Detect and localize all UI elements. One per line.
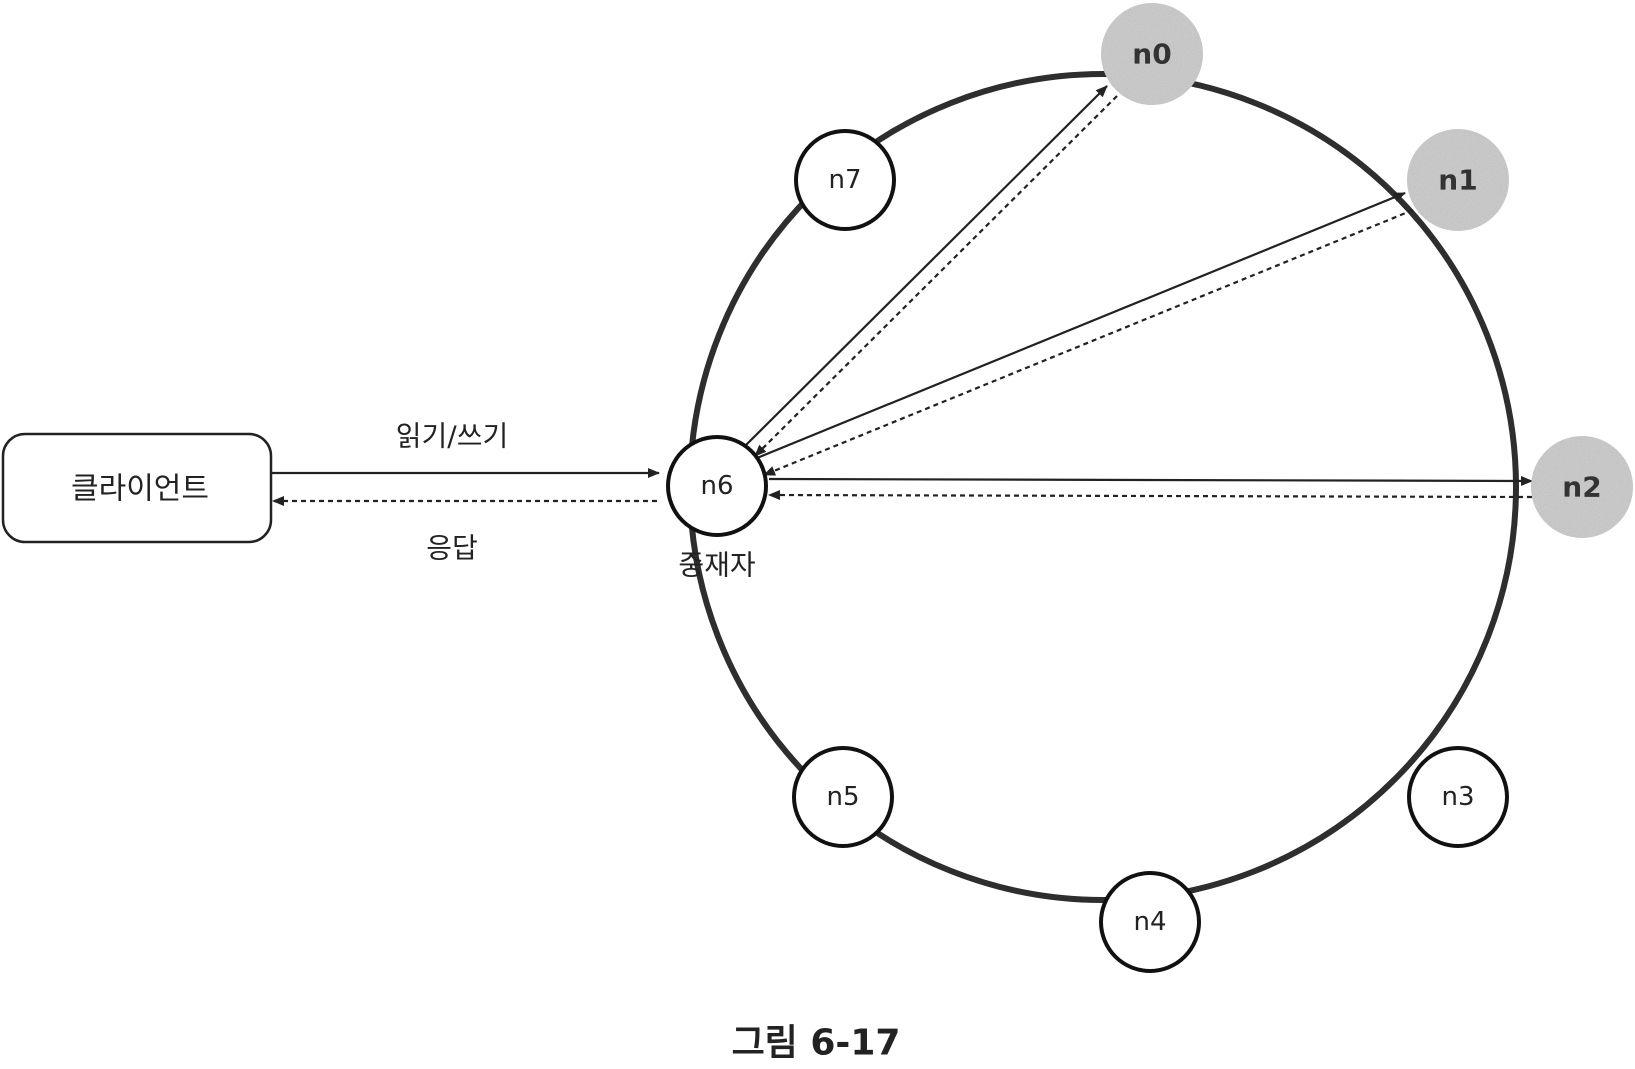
node-n0-circle [1101,3,1203,105]
node-n2-circle [1531,436,1633,538]
ack-arrow-n1 [763,208,1414,477]
node-n0: n0 [1101,3,1203,105]
client-label: 클라이언트 [71,472,209,507]
node-n4-label: n4 [1133,907,1166,937]
node-n4-circle [1099,871,1201,973]
node-n6-label: n6 [700,471,733,501]
node-n6: n6 중재자 [666,435,768,582]
node-n0-label: n0 [1132,38,1171,71]
ack-arrow-n0 [754,95,1118,457]
response-label: 응답 [426,532,478,565]
node-n2: n2 [1531,436,1633,538]
client-box [1,432,273,544]
node-n7: n7 [794,129,896,231]
coordinator-label: 중재자 [678,549,755,582]
node-n1-label: n1 [1438,164,1477,197]
node-n4: n4 [1099,871,1201,973]
node-n3: n3 [1407,746,1509,848]
node-n3-circle [1407,746,1509,848]
figure-caption: 그림 6-17 [732,1023,901,1064]
node-n1: n1 [1407,129,1509,231]
write-arrow-n2 [768,475,1533,486]
node-n7-label: n7 [828,165,861,195]
node-n1-circle [1407,129,1509,231]
ack-arrow-n2 [768,490,1533,501]
write-arrow-n1 [756,191,1406,460]
node-n2-label: n2 [1562,471,1601,504]
client-node: 클라이언트 [1,432,273,544]
node-n5-circle [792,746,894,848]
node-n3-label: n3 [1441,782,1474,812]
node-n5-label: n5 [826,782,859,812]
node-n7-circle [794,129,896,231]
request-label: 읽기/쓰기 [396,420,508,453]
node-n5: n5 [792,746,894,848]
node-n6-circle [666,435,768,537]
write-arrow-n0 [744,85,1108,447]
